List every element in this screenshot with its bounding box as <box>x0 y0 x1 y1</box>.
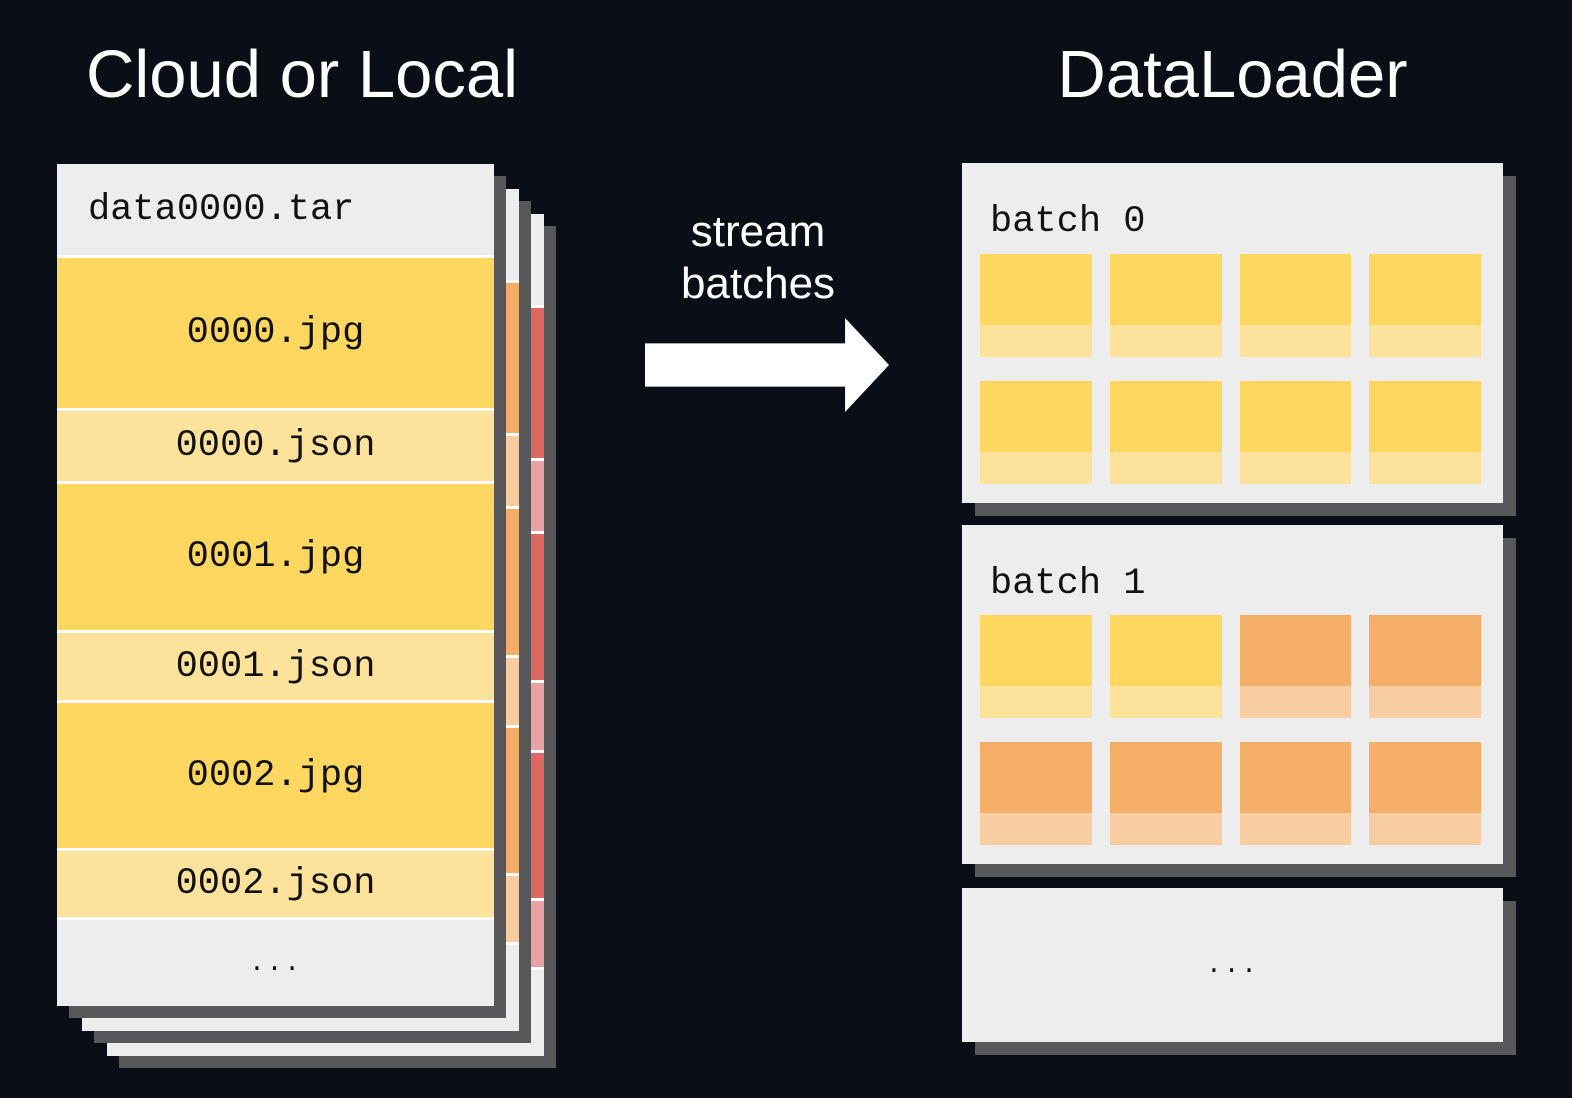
sample-json-strip <box>1239 452 1352 484</box>
sample-jpg-block <box>1369 381 1481 452</box>
sample-jpg-block <box>1109 742 1222 813</box>
json-row-0001: 0001.json <box>57 630 494 700</box>
sample-tile-yellow <box>1369 254 1481 357</box>
more-batches-card: ... <box>962 888 1503 1042</box>
sample-tile-yellow <box>1109 254 1222 357</box>
sample-tile-yellow <box>980 254 1092 357</box>
sample-tile-yellow <box>1239 254 1352 357</box>
sample-tile-orange <box>1239 615 1352 718</box>
sample-json-strip <box>1239 686 1352 718</box>
sample-tile-orange <box>1109 742 1222 845</box>
json-row-0002: 0002.json <box>57 848 494 917</box>
dataloader-title: DataLoader <box>1057 37 1408 112</box>
batch1-tile-grid <box>962 615 1503 845</box>
sample-tile-yellow <box>980 615 1092 718</box>
sample-jpg-block <box>1239 254 1352 325</box>
sample-jpg-block <box>980 381 1092 452</box>
sample-jpg-block <box>1239 615 1352 686</box>
batch0-tile-grid <box>962 254 1503 484</box>
jpg-row-0002: 0002.jpg <box>57 700 494 848</box>
tar-card-front: data0000.tar 0000.jpg 0000.json 0001.jpg… <box>57 164 494 1006</box>
sample-json-strip <box>1109 813 1222 845</box>
sample-jpg-block <box>980 742 1092 813</box>
sample-tile-yellow <box>1369 381 1481 484</box>
sample-json-strip <box>980 452 1092 484</box>
sample-json-strip <box>980 686 1092 718</box>
sample-jpg-block <box>1109 254 1222 325</box>
sample-jpg-block <box>1109 381 1222 452</box>
batch1-label: batch 1 <box>990 563 1146 605</box>
sample-json-strip <box>1109 452 1222 484</box>
sample-jpg-block <box>1369 742 1481 813</box>
sample-jpg-block <box>1239 742 1352 813</box>
tar-more-ellipsis: ... <box>57 917 494 1006</box>
sample-json-strip <box>1109 686 1222 718</box>
sample-jpg-block <box>1369 615 1481 686</box>
sample-tile-orange <box>1239 742 1352 845</box>
sample-json-strip <box>1239 325 1352 357</box>
sample-tile-orange <box>980 742 1092 845</box>
sample-tile-orange <box>1369 742 1481 845</box>
caption-line-2: batches <box>680 259 836 308</box>
json-row-0000: 0000.json <box>57 408 494 481</box>
sample-jpg-block <box>1239 381 1352 452</box>
jpg-row-0000: 0000.jpg <box>57 255 494 408</box>
sample-tile-yellow <box>980 381 1092 484</box>
batch1-card: batch 1 <box>962 525 1503 864</box>
jpg-row-0001: 0001.jpg <box>57 481 494 630</box>
sample-tile-yellow <box>1109 381 1222 484</box>
sample-json-strip <box>1369 325 1481 357</box>
batch0-label: batch 0 <box>990 201 1146 243</box>
sample-jpg-block <box>980 254 1092 325</box>
sample-tile-orange <box>1369 615 1481 718</box>
sample-json-strip <box>980 325 1092 357</box>
sample-tile-yellow <box>1239 381 1352 484</box>
right-arrow-icon <box>645 318 889 412</box>
tar-filename: data0000.tar <box>57 164 494 255</box>
sample-jpg-block <box>980 615 1092 686</box>
sample-jpg-block <box>1109 615 1222 686</box>
caption-line-1: stream <box>690 207 826 256</box>
sample-json-strip <box>1369 813 1481 845</box>
cloud-or-local-title: Cloud or Local <box>86 37 519 112</box>
sample-json-strip <box>1109 325 1222 357</box>
sample-json-strip <box>1239 813 1352 845</box>
batch0-card: batch 0 <box>962 163 1503 503</box>
sample-tile-yellow <box>1109 615 1222 718</box>
sample-json-strip <box>1369 452 1481 484</box>
sample-json-strip <box>980 813 1092 845</box>
sample-jpg-block <box>1369 254 1481 325</box>
sample-json-strip <box>1369 686 1481 718</box>
stream-batches-caption: stream batches <box>610 206 906 310</box>
